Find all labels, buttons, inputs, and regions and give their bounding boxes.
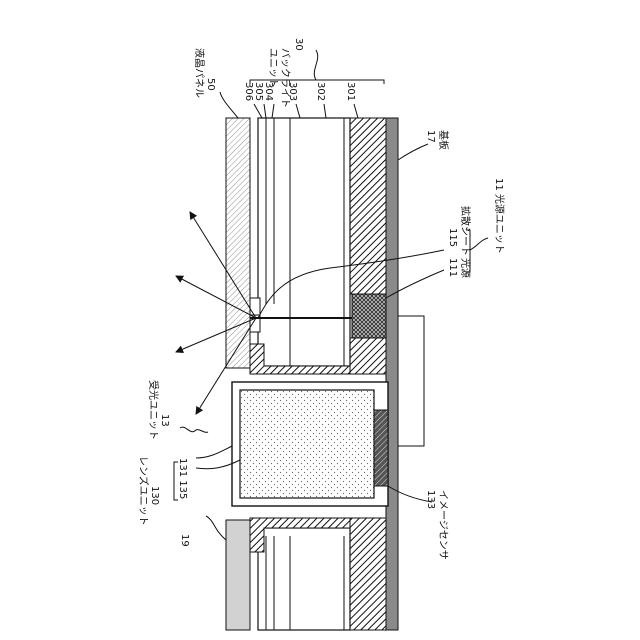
light-source [352,294,386,338]
leader-17 [398,144,428,160]
ref-115: 115 [447,228,458,247]
leader-131 [196,446,232,458]
ref-133: 133 [425,490,436,509]
backlight-frame-upper [350,118,386,294]
label-light-source-unit: 11 光源ユニット [493,178,506,254]
ref-130: 130 [149,486,160,505]
label-lcd-panel: 液晶パネル [193,48,206,98]
leader-19 [206,516,226,540]
leader-30 [314,50,317,80]
label-light-source: 光源 [459,258,472,278]
label-diffusion-sheet: 拡散シート [459,206,472,256]
label-image-sensor: イメージセンサ [437,490,449,560]
wiring-bracket [398,316,424,446]
image-sensor [374,410,388,486]
leader-305 [264,104,266,118]
leader-301 [354,104,358,118]
leader-13 [180,427,208,432]
leader-50 [220,92,238,118]
ref-305: 305 [253,82,264,101]
ref-304: 304 [263,82,274,101]
ref-131-135: 131 135 [177,458,188,499]
ref-30: 30 [293,38,304,51]
backlight-frame-bottom [350,518,386,630]
leader-306 [254,104,262,118]
leader-302 [324,104,326,118]
label-light-receiving-unit: 受光ユニット [147,380,160,440]
ref-17: 17 [425,130,436,143]
label-lens-unit: レンズユニット [137,456,150,526]
leader-303 [296,104,300,118]
leader-11 [470,238,488,250]
ref-306: 306 [243,82,254,101]
lower-panel-19 [226,520,250,630]
light-guide-upper [258,118,350,366]
ref-111: 111 [447,258,458,277]
backlight-frame-lower [350,338,386,374]
ref-13: 13 [159,414,170,427]
ref-303: 303 [287,82,298,101]
ref-302: 302 [315,82,326,101]
lcd-panel [226,118,250,368]
lens-body [240,390,374,498]
ref-301: 301 [345,82,356,101]
substrate [386,118,398,630]
ref-50: 50 [205,78,216,91]
light-guide-lower [258,528,350,630]
leader-304 [272,104,274,118]
ref-19: 19 [179,534,190,547]
label-substrate: 基板 [437,130,450,150]
